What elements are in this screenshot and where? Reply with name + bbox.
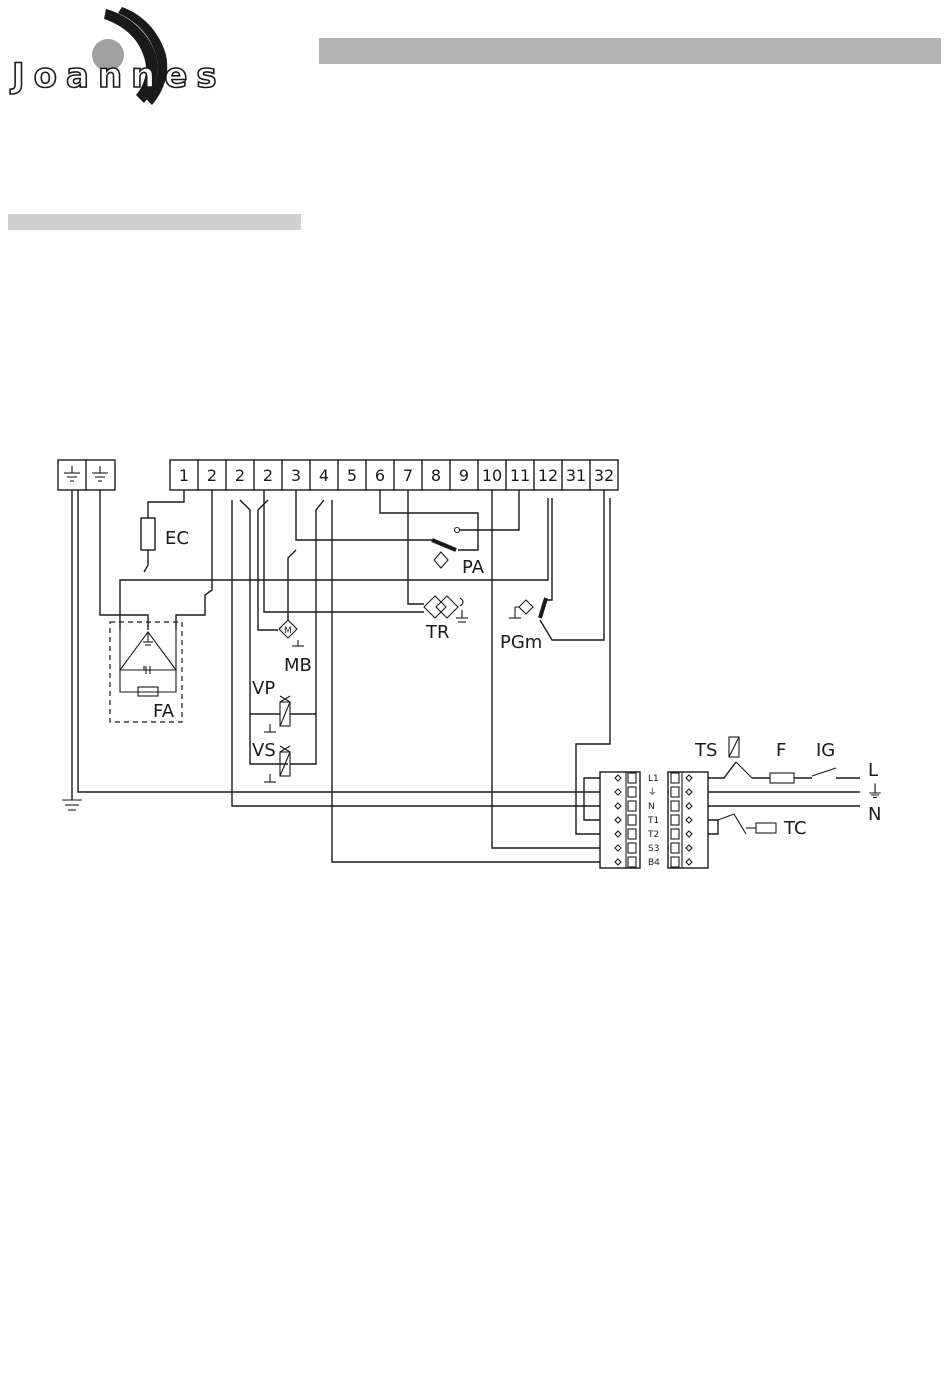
connector-pin-left [615, 831, 621, 837]
connector-socket [628, 773, 636, 783]
supply-l-label: L [868, 760, 878, 781]
terminal-label: 11 [510, 466, 530, 485]
terminal-label: 6 [375, 466, 385, 485]
fa-filter: FA [100, 490, 548, 722]
connector-socket [628, 787, 636, 797]
connector-pin-right [686, 803, 692, 809]
ec-label: EC [165, 528, 189, 549]
joannes-logo: Joannes [8, 5, 288, 115]
mb-label: MB [284, 655, 312, 676]
connector-pin-right [686, 775, 692, 781]
earth-icon [64, 466, 80, 481]
ig-label: IG [816, 740, 835, 761]
connector-socket [671, 815, 679, 825]
ec-electrode: EC [141, 490, 189, 572]
earth-terminal-block [58, 460, 115, 490]
header-bar [319, 38, 941, 64]
supply-n-label: N [868, 804, 881, 825]
terminal-label: 3 [291, 466, 301, 485]
connector-socket [628, 843, 636, 853]
connector-pin-label: L1 [648, 774, 659, 784]
motor-label: M [284, 626, 292, 636]
connector-pin-left [615, 803, 621, 809]
connector-socket [628, 857, 636, 867]
tr-label: TR [425, 622, 450, 643]
pa-label: PA [462, 557, 485, 578]
terminal-label: 2 [235, 466, 245, 485]
pgm-label: PGm [500, 632, 542, 653]
terminal-label: 5 [347, 466, 357, 485]
supply-earth-label: ⏚ [866, 782, 884, 803]
terminal-label: 9 [459, 466, 469, 485]
connector-socket [671, 829, 679, 839]
section-bar [8, 214, 301, 230]
connector-socket [671, 773, 679, 783]
vp-vs-valves: VP VS [240, 500, 324, 782]
connector-socket [628, 801, 636, 811]
mb-fan-motor: M MB [258, 500, 312, 676]
connector-pin-label: ⏚ [648, 787, 657, 798]
connector-pin-right [686, 817, 692, 823]
terminal-label: 7 [403, 466, 413, 485]
connector-pin-label: B4 [648, 858, 660, 868]
terminal-label: 8 [431, 466, 441, 485]
connector-socket [671, 801, 679, 811]
connector-pin-left [615, 859, 621, 865]
connector-pin-label: T1 [647, 816, 659, 826]
f-label: F [776, 740, 786, 761]
connector-wires [232, 490, 610, 862]
connector-pin-left [615, 775, 621, 781]
connector-pin-left [615, 817, 621, 823]
ts-label: TS [694, 740, 717, 761]
terminal-label: 2 [207, 466, 217, 485]
connector-pin-left [615, 789, 621, 795]
connector-socket [671, 843, 679, 853]
connector-socket [628, 829, 636, 839]
connector-socket [671, 787, 679, 797]
terminal-label: 32 [594, 466, 614, 485]
terminal-label: 1 [179, 466, 189, 485]
connector-pin-label: S3 [648, 844, 659, 854]
connector-pin-left [615, 845, 621, 851]
connector-pin-right [686, 789, 692, 795]
connector-pin-right [686, 831, 692, 837]
connector-pin-right [686, 845, 692, 851]
connector-socket [628, 815, 636, 825]
vp-label: VP [252, 678, 275, 699]
terminal-label: 2 [263, 466, 273, 485]
terminal-label: 10 [482, 466, 502, 485]
terminal-label: 31 [566, 466, 586, 485]
connector-pin-label: T2 [647, 830, 659, 840]
terminal-label: 4 [319, 466, 329, 485]
connector-pin-label: N [648, 802, 655, 812]
vs-label: VS [252, 740, 276, 761]
terminal-label: 12 [538, 466, 558, 485]
supply-side: TS F IG TC L ⏚ N [694, 737, 884, 839]
connector-socket [671, 857, 679, 867]
earth-icon [92, 466, 108, 481]
connector-pin-right [686, 859, 692, 865]
fa-label: FA [153, 701, 175, 722]
pgm-gas-pressure-switch: PGm [500, 490, 604, 653]
tc-label: TC [783, 818, 807, 839]
logo-text: Joannes [10, 56, 226, 96]
